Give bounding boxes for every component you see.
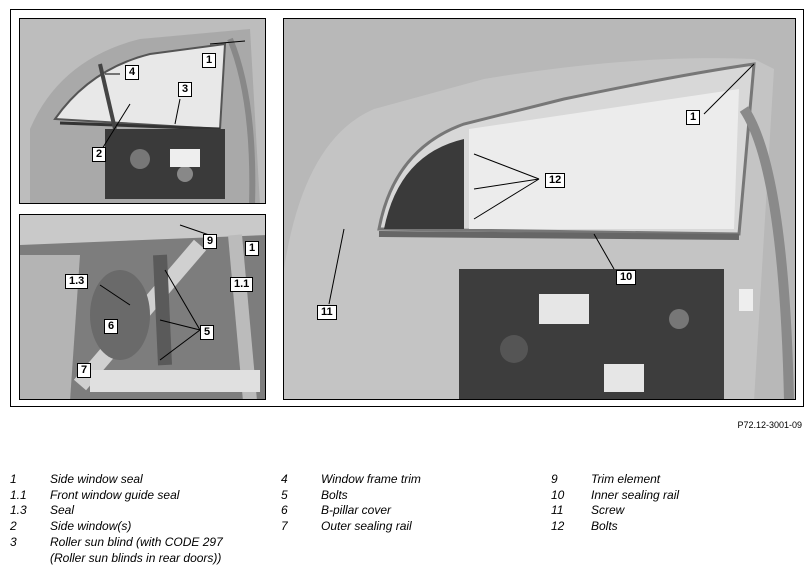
legend-number: 4 — [281, 472, 288, 486]
legend-row: 11 Screw — [551, 503, 679, 519]
legend-row: 12 Bolts — [551, 519, 679, 535]
legend-number: 2 — [10, 519, 17, 534]
legend-number: 10 — [551, 487, 565, 502]
photo-right: 1 12 10 11 — [283, 18, 796, 400]
callout-12: 12 — [545, 173, 566, 188]
legend-text: Bolts — [321, 487, 348, 502]
legend-text: Bolts — [591, 519, 618, 534]
legend-text: Roller sun blind (with CODE 297 — [50, 534, 223, 549]
door-photo-right — [284, 19, 795, 399]
legend-row: 7 Outer sealing rail — [281, 519, 421, 535]
figure-reference: P72.12-3001-09 — [737, 420, 802, 430]
legend-text: Outer sealing rail — [321, 519, 412, 534]
callout-11: 11 — [317, 305, 337, 320]
legend-number: 12 — [551, 519, 565, 534]
door-photo-bottom-left — [20, 215, 265, 399]
legend-column-1: 1 Side window seal 1.1 Front window guide … — [10, 472, 223, 566]
legend-number: 9 — [551, 472, 558, 486]
callout-1: 1 — [202, 53, 217, 68]
legend-text: Screw — [591, 503, 625, 518]
legend-text: Window frame trim — [321, 472, 421, 486]
legend-row: 3 Roller sun blind (with CODE 297 — [10, 535, 223, 551]
legend-row: 1.3 Seal — [10, 503, 223, 519]
legend-number: 1.3 — [10, 503, 27, 518]
legend-text: B-pillar cover — [321, 503, 392, 518]
callout-1: 1 — [686, 110, 701, 125]
legend-row: 10 Inner sealing rail — [551, 488, 679, 504]
callout-1-3: 1.3 — [65, 274, 89, 289]
callout-4: 4 — [125, 65, 140, 80]
legend-text: (Roller sun blinds in rear doors)) — [50, 550, 222, 565]
door-photo-top-left — [20, 19, 265, 203]
legend-number: 7 — [281, 519, 288, 534]
legend-number: 11 — [551, 503, 564, 518]
legend-column-3: 9 Trim element 10 Inner sealing rail 11 Scr… — [551, 472, 679, 535]
callout-5: 5 — [200, 325, 215, 340]
legend-row: 1.1 Front window guide seal — [10, 488, 223, 504]
callout-6: 6 — [104, 319, 119, 334]
legend-number: 3 — [10, 534, 17, 549]
photo-bottom-left: 9 1 1.3 1.1 6 5 7 — [19, 214, 266, 400]
legend-row: 6 B-pillar cover — [281, 503, 421, 519]
legend-text: Inner sealing rail — [591, 487, 680, 502]
legend-number — [10, 551, 50, 567]
legend-column-2: 4 Window frame trim 5 Bolts 6 B-pillar cove… — [281, 472, 421, 535]
legend-text: Front window guide seal — [50, 487, 180, 502]
legend-row: 2 Side window(s) — [10, 519, 223, 535]
legend-number: 1.1 — [10, 487, 27, 502]
callout-7: 7 — [77, 363, 92, 378]
callout-10: 10 — [616, 270, 637, 285]
callout-1-1: 1.1 — [230, 277, 254, 292]
legend-text: Trim element — [591, 472, 661, 486]
legend-row: 4 Window frame trim — [281, 472, 421, 488]
callout-9: 9 — [203, 234, 218, 249]
photo-top-left: 1 4 3 2 — [19, 18, 266, 204]
callout-1: 1 — [245, 241, 260, 256]
legend-text: Side window(s) — [50, 519, 132, 534]
legend-row: 1 Side window seal — [10, 472, 223, 488]
callout-3: 3 — [178, 82, 193, 97]
legend-text: Side window seal — [50, 472, 143, 486]
legend-number: 6 — [281, 503, 288, 518]
callout-2: 2 — [92, 147, 107, 162]
legend-row: 9 Trim element — [551, 472, 679, 488]
legend-number: 5 — [281, 487, 288, 502]
legend-number: 1 — [10, 472, 17, 486]
legend-row: 5 Bolts — [281, 488, 421, 504]
legend-text: Seal — [50, 503, 75, 518]
legend-row: (Roller sun blinds in rear doors)) — [10, 551, 223, 567]
